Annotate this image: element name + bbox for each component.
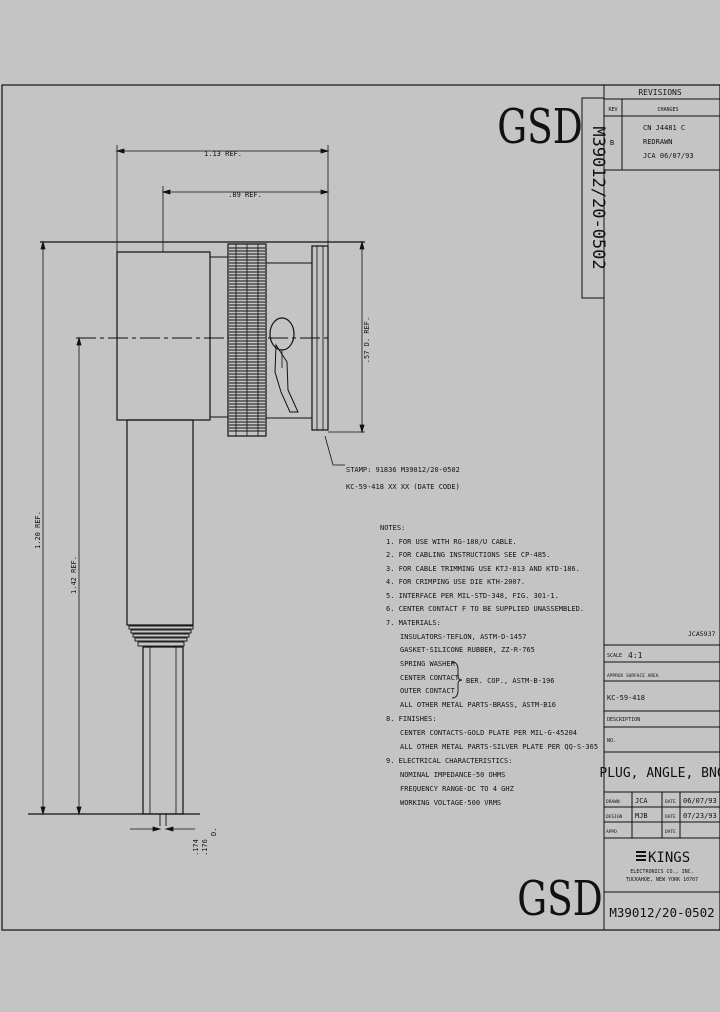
drawn-date: 06/07/93 xyxy=(683,797,717,805)
dim-0-89: .89 REF. xyxy=(228,191,262,199)
drawn-by: JCA xyxy=(635,797,648,805)
note-line: WORKING VOLTAGE-500 VRMS xyxy=(400,799,501,807)
sheet-border xyxy=(1,84,720,931)
connector-drawing xyxy=(28,241,365,826)
gsd-logo-bottom: GSD xyxy=(517,872,603,928)
design-label: DESIGN xyxy=(606,814,623,820)
date-label: DATE xyxy=(665,829,676,835)
revision-change-line: JCA 06/07/93 xyxy=(643,152,694,160)
date-label: DATE xyxy=(665,799,676,805)
revision-letter: B xyxy=(610,139,614,147)
dim-1-13: 1.13 REF. xyxy=(204,150,242,158)
revision-change-line: CN J4481 C xyxy=(643,124,685,132)
revision-change-line: REDRAWN xyxy=(643,138,673,146)
design-date: 07/23/93 xyxy=(683,812,717,820)
note-line: GASKET-SILICONE RUBBER, ZZ-R-765 xyxy=(400,646,535,654)
company-name: KINGS xyxy=(648,850,690,866)
note-line: NOMINAL IMPEDANCE-50 OHMS xyxy=(400,771,505,779)
dimensions xyxy=(40,145,365,832)
crimp-rings xyxy=(128,625,194,647)
approx-surface-label: APPROX SURFACE AREA xyxy=(607,673,659,679)
revisions-title: REVISIONS xyxy=(638,88,682,97)
note-line: 8. FINISHES: xyxy=(386,715,437,723)
notes-block: NOTES: 1. FOR USE WITH RG-180/U CABLE. 2… xyxy=(380,524,598,807)
connector-collar xyxy=(209,256,229,418)
note-line: NOTES: xyxy=(380,524,405,532)
dim-0-176: .176 xyxy=(201,839,209,856)
dim-1-20: 1.20 REF. xyxy=(34,511,42,549)
note-line: 6. CENTER CONTACT F TO BE SUPPLIED UNASS… xyxy=(386,605,584,613)
dim-0-57: .57 D. REF. xyxy=(363,317,371,363)
cable-ferrule xyxy=(126,419,194,626)
note-line: FREQUENCY RANGE-DC TO 4 GHZ xyxy=(400,785,514,793)
scale-value: 4:1 xyxy=(628,651,643,660)
revisions-col-changes: CHANGES xyxy=(657,107,678,113)
no-label: NO. xyxy=(607,738,616,744)
kings-logo-icon xyxy=(636,851,646,861)
material-brace xyxy=(451,661,463,699)
note-line: INSULATORS-TEFLON, ASTM-D-1457 xyxy=(400,633,526,641)
note-line: CENTER CONTACT xyxy=(400,674,460,682)
appd-label: APPD xyxy=(606,829,617,835)
description-label: DESCRIPTION xyxy=(607,717,640,723)
note-line: 2. FOR CABLING INSTRUCTIONS SEE CP-485. xyxy=(386,551,550,559)
cable xyxy=(142,646,184,815)
note-line: ALL OTHER METAL PARTS-SILVER PLATE PER Q… xyxy=(400,743,598,751)
design-by: MJB xyxy=(635,812,648,820)
drawing-number: M39012/20-0502 xyxy=(609,905,714,920)
part-number-vertical: M39012/20-0502 xyxy=(588,126,608,269)
dim-0-174: .174 xyxy=(192,839,200,856)
stamp-line: KC-59-418 XX XX (DATE CODE) xyxy=(346,483,460,491)
drawn-label: DRAWN xyxy=(606,799,620,805)
date-label: DATE xyxy=(665,814,676,820)
note-line: 4. FOR CRIMPING USE DIE KTH-2007. xyxy=(386,578,525,586)
revisions-block: REVISIONS REV CHANGES B CN J4481 C REDRA… xyxy=(604,88,720,171)
scale-label: SCALE xyxy=(607,653,622,659)
note-line: 3. FOR CABLE TRIMMING USE KTJ-813 AND KT… xyxy=(386,565,580,573)
connector-body xyxy=(116,251,211,421)
dim-1-42: 1.42 REF. xyxy=(70,556,78,594)
note-line: 1. FOR USE WITH RG-180/U CABLE. xyxy=(386,538,517,546)
bayonet-slot xyxy=(274,343,299,413)
title-block: JCA5937 SCALE 4:1 APPROX SURFACE AREA KC… xyxy=(599,630,720,920)
note-line: ALL OTHER METAL PARTS-BRASS, ASTM-B16 xyxy=(400,701,556,709)
note-line: 9. ELECTRICAL CHARACTERISTICS: xyxy=(386,757,512,765)
material-brace-text: BER. COP., ASTM-B-196 xyxy=(466,677,555,685)
note-line: 5. INTERFACE PER MIL-STD-348, FIG. 301-1… xyxy=(386,592,559,600)
part-number-vertical-box xyxy=(581,97,605,299)
knurled-coupling-nut xyxy=(227,243,267,437)
part-kc-number: KC-59-418 xyxy=(607,694,645,702)
gsd-logo-top: GSD xyxy=(497,100,583,156)
stamp-line: STAMP: 91836 M39012/20-0502 xyxy=(346,466,460,474)
company-line-2: TUCKAHOE, NEW YORK 10707 xyxy=(626,877,698,883)
dim-diameter: D. xyxy=(210,828,218,836)
jca-code: JCA5937 xyxy=(688,630,715,638)
note-line: 7. MATERIALS: xyxy=(386,619,441,627)
bayonet-pin xyxy=(269,317,295,351)
revisions-col-rev: REV xyxy=(608,107,617,113)
company-line-1: ELECTRONICS CO., INC. xyxy=(630,869,693,875)
note-line: CENTER CONTACTS-GOLD PLATE PER MIL-G-452… xyxy=(400,729,577,737)
note-line: OUTER CONTACT xyxy=(400,687,456,695)
note-line: SPRING WASHER xyxy=(400,660,456,668)
drawing-title: PLUG, ANGLE, BNC xyxy=(599,766,720,781)
